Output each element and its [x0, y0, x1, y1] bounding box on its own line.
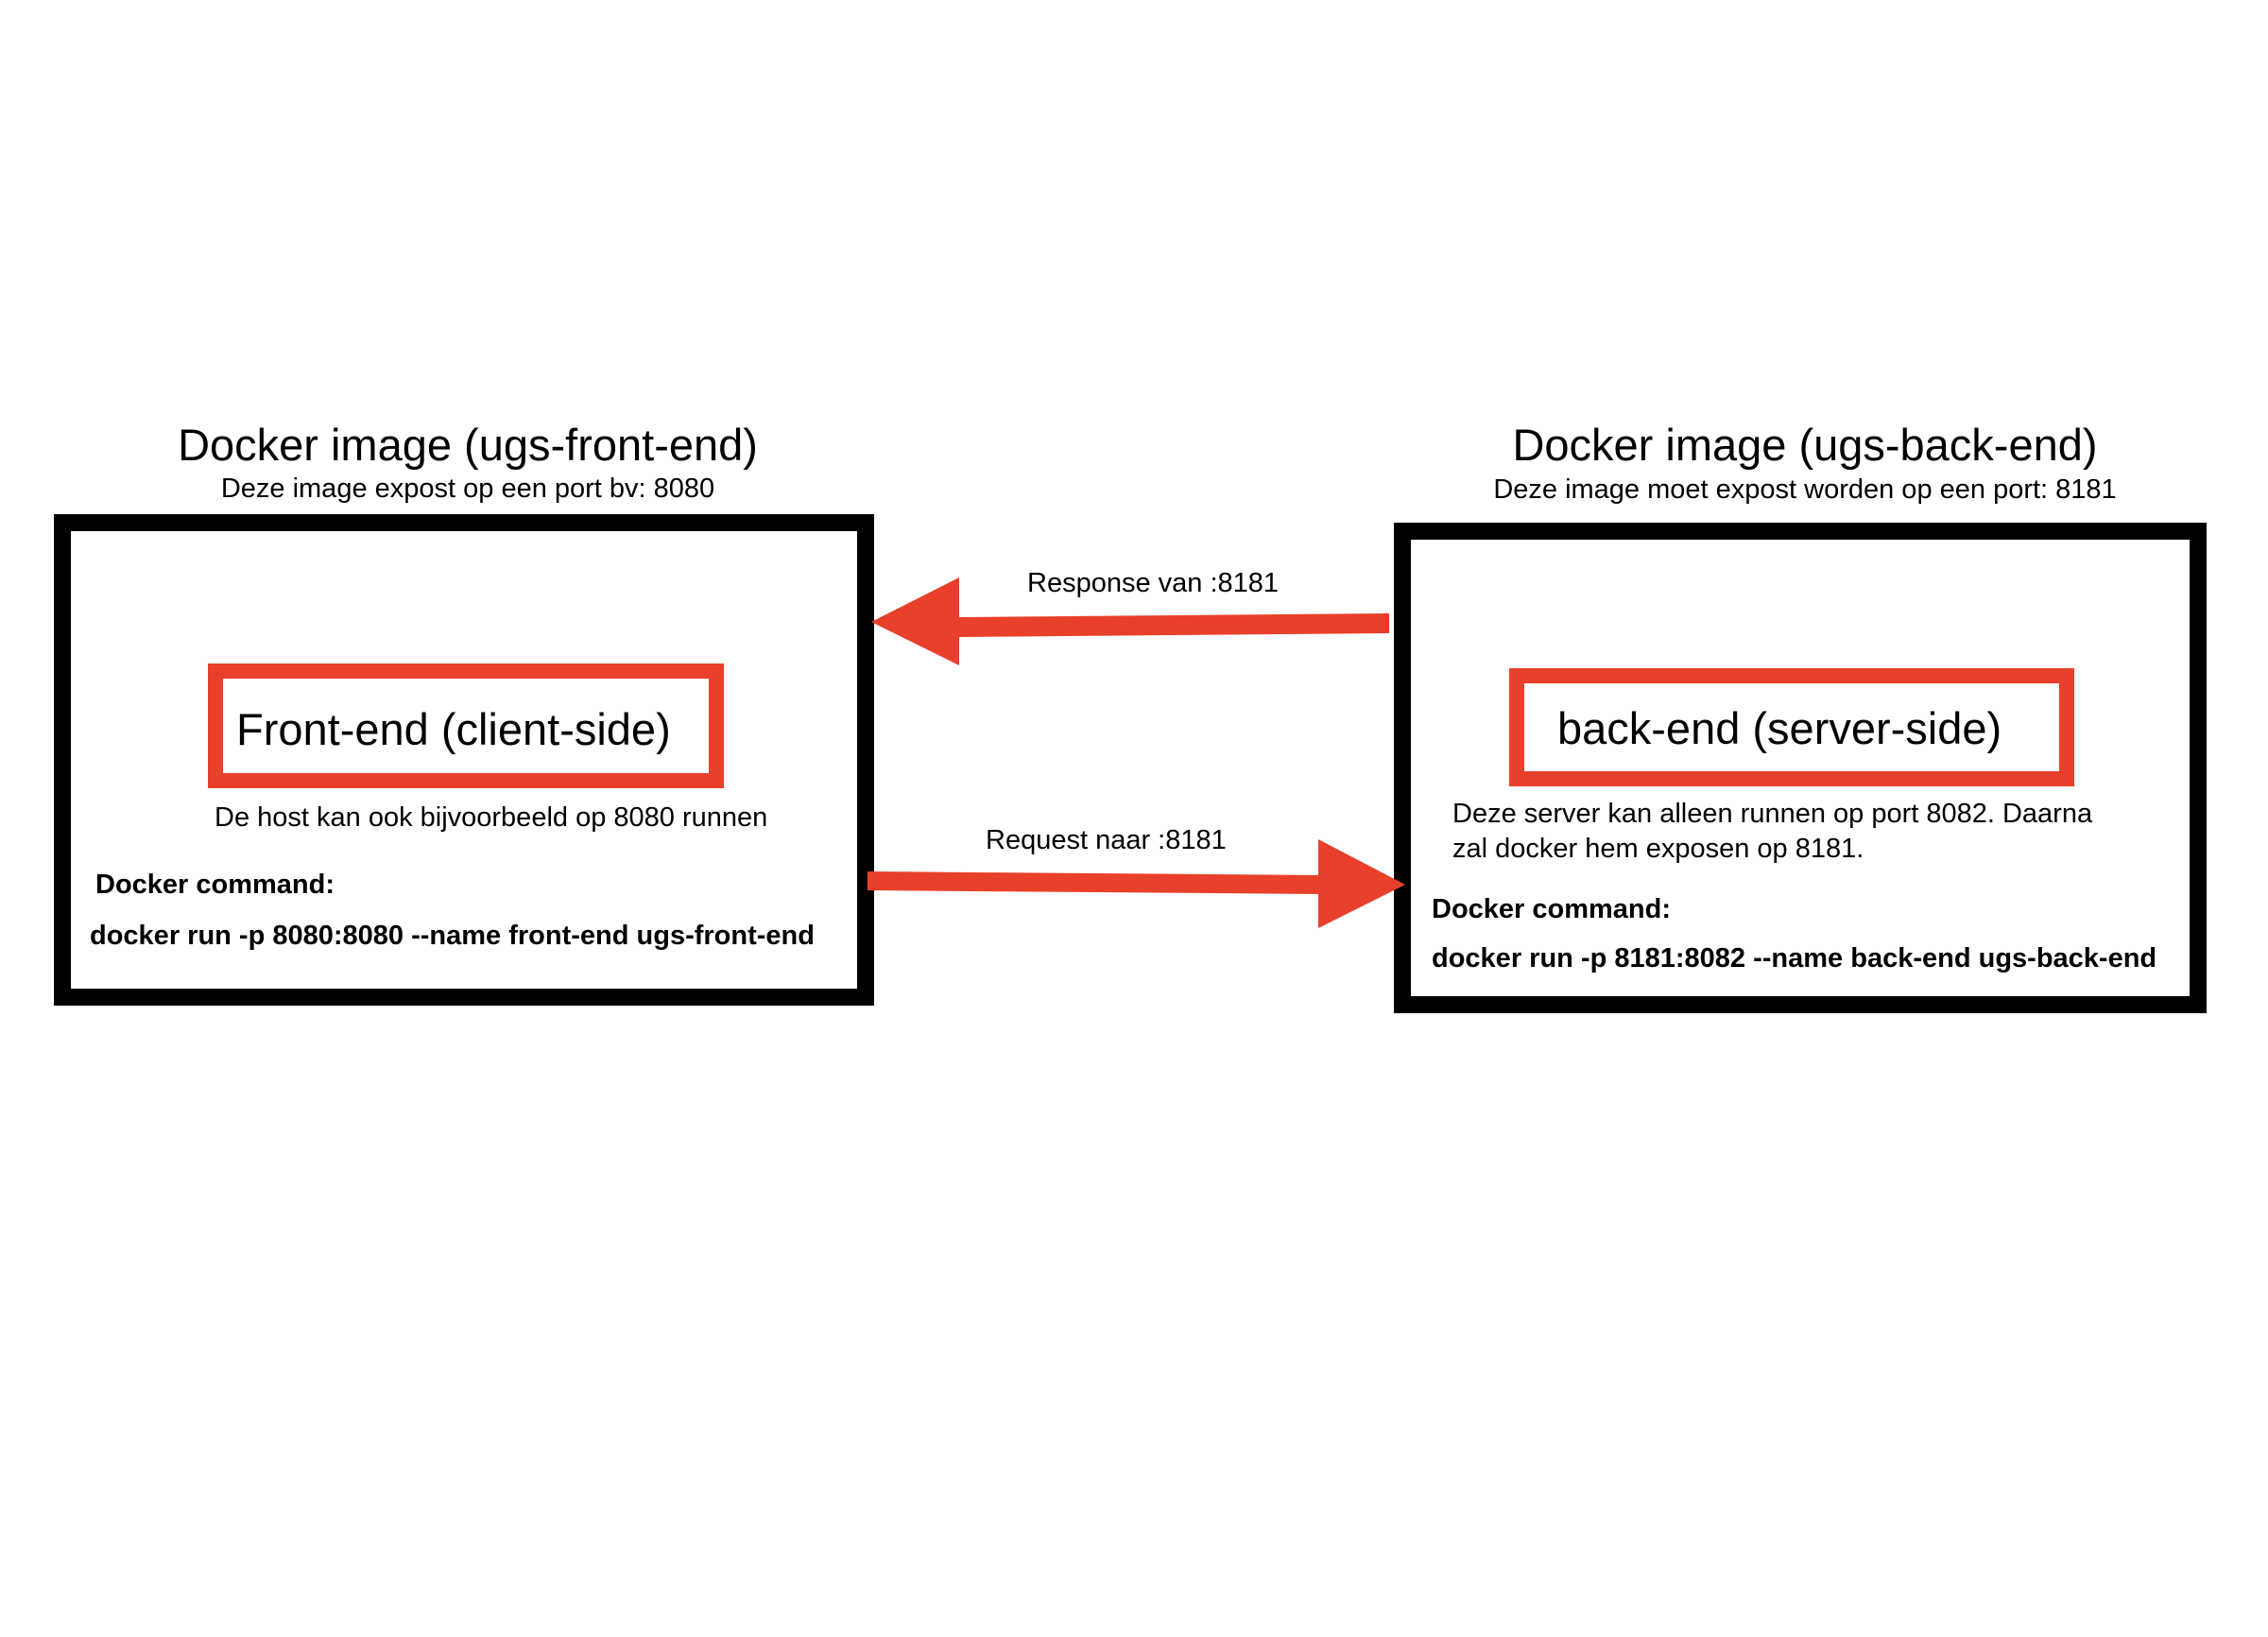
backend-note-line-2: zal docker hem exposen op 8181.: [1452, 834, 1864, 864]
request-arrow-label: Request naar :8181: [986, 825, 1227, 855]
backend-component-label: back-end (server-side): [1557, 703, 2002, 753]
frontend-note: De host kan ook bijvoorbeeld op 8080 run…: [215, 802, 768, 833]
backend-note-line-1: Deze server kan alleen runnen op port 80…: [1452, 799, 2093, 829]
backend-command-heading: Docker command:: [1432, 894, 1672, 924]
backend-image-subtitle: Deze image moet expost worden op een por…: [1493, 474, 2117, 505]
frontend-image-subtitle: Deze image expost op een port bv: 8080: [220, 474, 715, 504]
response-arrow-label: Response van :8181: [1027, 568, 1280, 598]
frontend-image-title: Docker image (ugs-front-end): [178, 420, 758, 470]
backend-component-box: [1509, 668, 2074, 786]
frontend-command: docker run -p 8080:8080 --name front-end…: [90, 921, 815, 951]
frontend-component-label: Front-end (client-side): [236, 704, 671, 754]
backend-command: docker run -p 8181:8082 --name back-end …: [1432, 943, 2157, 974]
response-arrow: [871, 577, 1389, 665]
backend-image-title: Docker image (ugs-back-end): [1512, 420, 2098, 470]
frontend-command-heading: Docker command:: [95, 870, 335, 900]
frontend-component-box: [208, 663, 724, 788]
request-arrow: [868, 839, 1405, 928]
frontend-image-box: [54, 514, 874, 1006]
